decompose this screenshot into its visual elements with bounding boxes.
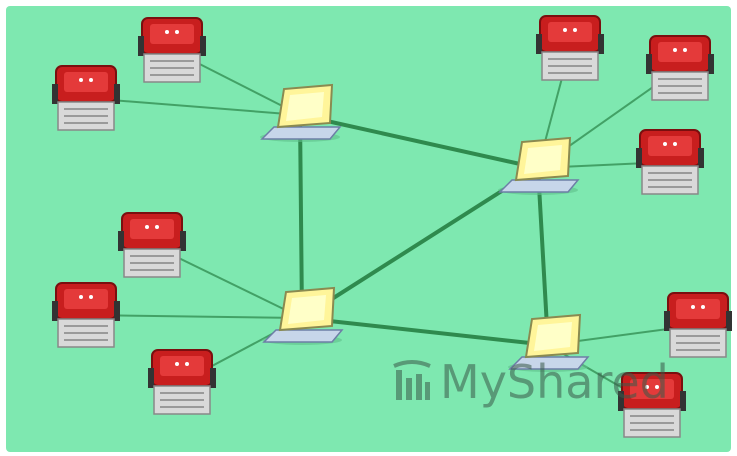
watermark-text: MyShared xyxy=(440,355,669,409)
laptop-icon xyxy=(262,286,344,345)
computer-terminal-icon xyxy=(618,372,686,438)
computer-terminal-icon xyxy=(118,212,186,278)
computer-terminal-icon xyxy=(664,292,732,358)
laptop-icon xyxy=(260,83,342,142)
hub-link-top-right-to-bottom-left xyxy=(300,166,540,320)
network-nodes xyxy=(52,15,732,438)
myshared-logo-icon xyxy=(393,360,431,400)
computer-terminal-icon xyxy=(52,65,120,131)
hub-link-top-left-to-bottom-left xyxy=(298,113,304,320)
computer-terminal-icon xyxy=(148,349,216,415)
hub-link-bottom-left-to-bottom-right xyxy=(300,316,550,347)
computer-terminal-icon xyxy=(52,282,120,348)
hub-link-top-left-to-top-right xyxy=(298,113,540,170)
laptop-icon xyxy=(498,136,580,195)
hub-link-top-right-to-bottom-right xyxy=(536,166,550,347)
peer-link-peer-7 xyxy=(85,314,303,319)
computer-terminal-icon xyxy=(536,15,604,81)
computer-terminal-icon xyxy=(138,17,206,83)
watermark: MyShared xyxy=(393,355,669,409)
laptop-icon xyxy=(508,313,590,372)
peer-link-peer-2 xyxy=(85,97,301,116)
computer-terminal-icon xyxy=(636,129,704,195)
computer-terminal-icon xyxy=(646,35,714,101)
